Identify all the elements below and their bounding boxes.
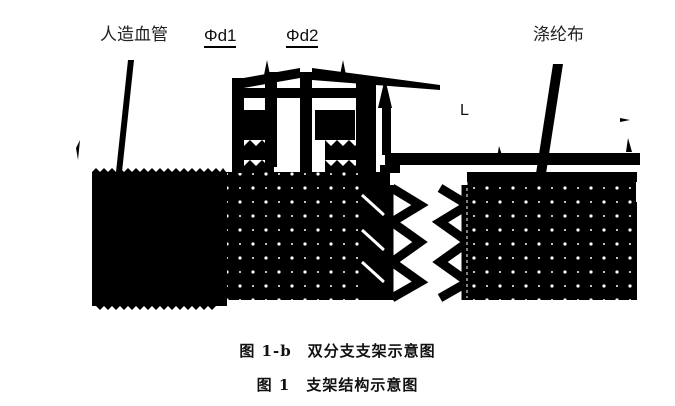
length-arrow-mark bbox=[497, 146, 503, 158]
right-tick-mark bbox=[620, 118, 630, 122]
caption-main-figure: 图 1 支架结构示意图 bbox=[256, 376, 419, 394]
length-bar bbox=[380, 153, 640, 173]
artificial-vessel-body bbox=[92, 168, 227, 310]
caption-sub-figure: 图 1-b 双分支支架示意图 bbox=[239, 342, 436, 360]
fabric-leader-line bbox=[535, 64, 563, 180]
vessel-leader-line bbox=[116, 60, 134, 172]
stent-head bbox=[232, 60, 440, 173]
label-polyester-fabric: 涤纶布 bbox=[533, 25, 584, 45]
label-diameter-d2: Φd2 bbox=[286, 26, 319, 48]
polyester-fabric-tube bbox=[467, 172, 637, 300]
label-artificial-vessel: 人造血管 bbox=[100, 25, 168, 45]
left-tick-mark bbox=[76, 140, 80, 160]
label-diameter-d1: Φd1 bbox=[204, 26, 237, 48]
right-arrow-mark bbox=[626, 138, 632, 152]
label-length: L bbox=[460, 102, 469, 119]
